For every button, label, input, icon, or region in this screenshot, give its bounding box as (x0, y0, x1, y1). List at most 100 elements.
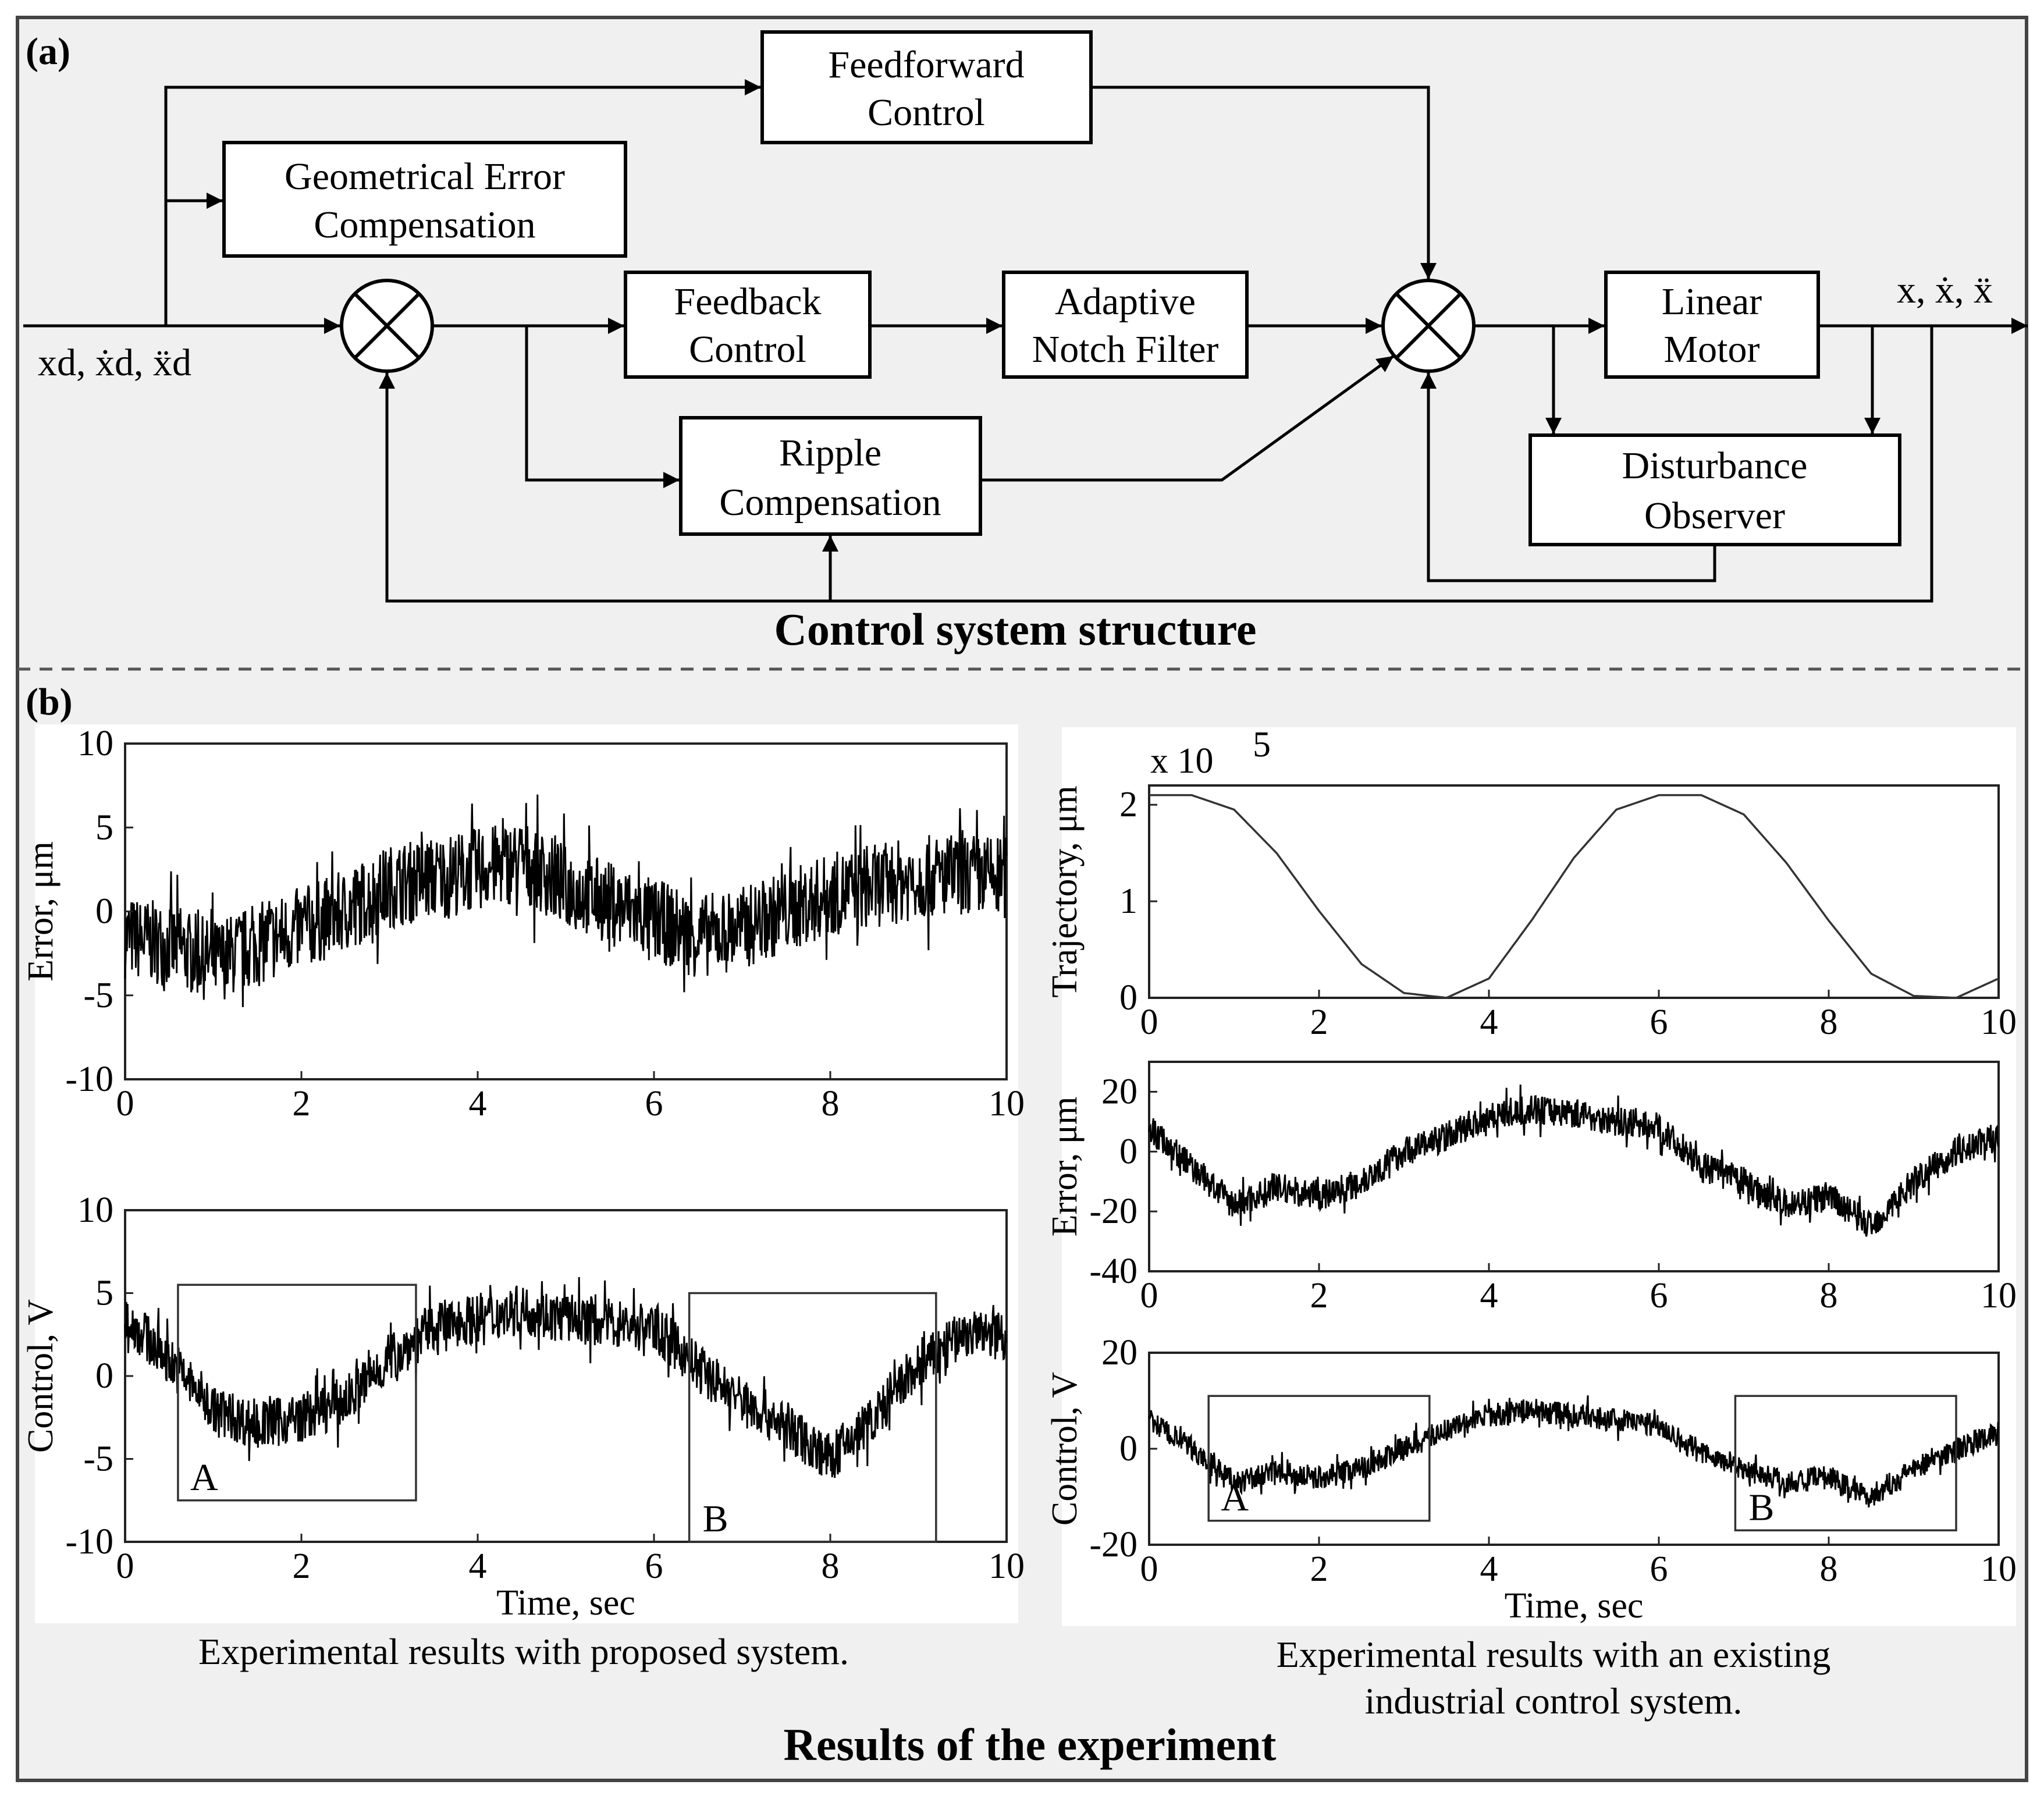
x-tick-label: 6 (1650, 1549, 1668, 1589)
block-disturbance-observer: Disturbance Observer (1528, 433, 1901, 546)
series-line-existing-control (1148, 1395, 1999, 1508)
x-tick-label: 6 (645, 1084, 663, 1124)
x-tick-label: 4 (1480, 1276, 1498, 1316)
svg-text:Control: Control (689, 328, 806, 371)
series-line-proposed-error (124, 794, 1008, 1008)
x-tick-label: 2 (293, 1084, 311, 1124)
y-tick-label: 5 (95, 808, 113, 847)
y-tick-label: 1 (1119, 881, 1137, 921)
y-tick-label: 20 (1101, 1333, 1137, 1373)
x-tick-label: 6 (645, 1546, 663, 1586)
chart-proposed-error: 0 2 4 6 8 10 10 5 0 -5 -10 Error, μm (21, 724, 1025, 1124)
y-tick-label: 2 (1119, 785, 1137, 824)
annotation-label-a: A (1221, 1477, 1249, 1519)
x-tick-label: 10 (989, 1084, 1025, 1124)
annotation-box-a (177, 1284, 417, 1502)
block-linear-motor: Linear Motor (1604, 271, 1820, 379)
x-axis-label: Time, sec (1505, 1586, 1644, 1626)
panel-a: (a) Feedforward Control Geometrical Erro… (23, 30, 2028, 655)
panel-a-label: (a) (26, 30, 70, 73)
y-tick-label: 0 (1119, 1132, 1137, 1171)
y-multiplier: x 10 (1150, 741, 1214, 781)
x-tick-label: 4 (1480, 1549, 1498, 1589)
x-tick-label: 0 (116, 1084, 134, 1124)
series-line-proposed-control (124, 1277, 1008, 1478)
block-adaptive-notch: Adaptive Notch Filter (1002, 271, 1249, 379)
series-line-existing-error (1148, 1085, 2000, 1237)
svg-text:Feedforward: Feedforward (828, 44, 1024, 86)
x-tick-label: 10 (1981, 1002, 2017, 1042)
annotation-box-a (1207, 1395, 1431, 1522)
svg-text:Adaptive: Adaptive (1055, 280, 1196, 323)
x-tick-label: 6 (1650, 1002, 1668, 1042)
svg-text:Ripple: Ripple (779, 432, 881, 474)
x-tick-label: 0 (1140, 1276, 1158, 1316)
x-tick-label: 4 (1480, 1002, 1498, 1042)
y-tick-label: -10 (65, 1060, 113, 1099)
signal-lines (23, 79, 2028, 603)
caption-right-line-1: Experimental results with an existing (1277, 1634, 1831, 1675)
y-tick-label: 5 (95, 1274, 113, 1313)
x-tick-label: 4 (469, 1546, 487, 1586)
y-tick-label: 0 (95, 1356, 113, 1396)
x-tick-label: 8 (822, 1546, 840, 1586)
x-tick-label: 0 (1140, 1002, 1158, 1042)
y-tick-label: 10 (77, 1190, 113, 1230)
summing-junction-2 (1381, 279, 1476, 373)
svg-text:Disturbance: Disturbance (1622, 445, 1808, 487)
x-tick-label: 8 (1820, 1549, 1838, 1589)
input-signal-label: xd, ẋd, ẍd (38, 342, 191, 384)
x-tick-label: 4 (469, 1084, 487, 1124)
x-tick-label: 8 (822, 1084, 840, 1124)
x-tick-label: 10 (1981, 1276, 2017, 1316)
caption-right-line-2: industrial control system. (1365, 1680, 1743, 1722)
svg-text:Observer: Observer (1644, 495, 1785, 537)
x-tick-label: 2 (1310, 1549, 1328, 1589)
x-tick-label: 2 (1310, 1276, 1328, 1316)
y-axis-label: Control, V (21, 1299, 61, 1453)
y-tick-label: -20 (1089, 1525, 1137, 1565)
y-axis-label: Error, μm (21, 841, 61, 982)
block-ripple: Ripple Compensation (679, 416, 982, 536)
annotation-label-a: A (190, 1456, 218, 1499)
block-feedback: Feedback Control (624, 271, 872, 379)
output-signal-label: x, ẋ, ẍ (1897, 269, 1993, 311)
annotation-label-b: B (1748, 1486, 1774, 1528)
panel-b-label: (b) (26, 681, 73, 723)
annotation-label-b: B (703, 1498, 728, 1540)
y-tick-label: -5 (83, 976, 113, 1015)
summing-junction-1 (340, 279, 434, 373)
y-axis-label: Error, μm (1045, 1097, 1085, 1237)
y-tick-label: -40 (1089, 1252, 1137, 1291)
annotation-box-b (688, 1292, 937, 1543)
y-tick-label: 0 (95, 892, 113, 932)
series-line-trajectory (1149, 794, 1999, 999)
y-tick-label: -20 (1089, 1192, 1137, 1231)
x-tick-label: 8 (1820, 1276, 1838, 1316)
svg-text:Motor: Motor (1664, 328, 1760, 371)
x-tick-label: 10 (1981, 1549, 2017, 1589)
y-tick-label: 0 (1119, 1429, 1137, 1469)
annotation-box-b (1734, 1395, 1957, 1531)
svg-text:Feedback: Feedback (674, 280, 822, 323)
panel-a-title: Control system structure (774, 604, 1257, 655)
x-tick-label: 6 (1650, 1276, 1668, 1316)
caption-left: Experimental results with proposed syste… (198, 1631, 849, 1672)
y-tick-label: -10 (65, 1522, 113, 1562)
y-tick-label: -5 (83, 1439, 113, 1479)
svg-text:Compensation: Compensation (719, 481, 941, 524)
x-tick-label: 0 (1140, 1549, 1158, 1589)
y-multiplier-exponent: 5 (1253, 725, 1271, 765)
y-axis-label: Trajectory, μm (1045, 785, 1085, 997)
x-tick-label: 2 (293, 1546, 311, 1586)
y-tick-label: 20 (1101, 1072, 1137, 1111)
y-tick-label: 10 (77, 724, 113, 763)
panel-b-title: Results of the experiment (784, 1719, 1277, 1770)
